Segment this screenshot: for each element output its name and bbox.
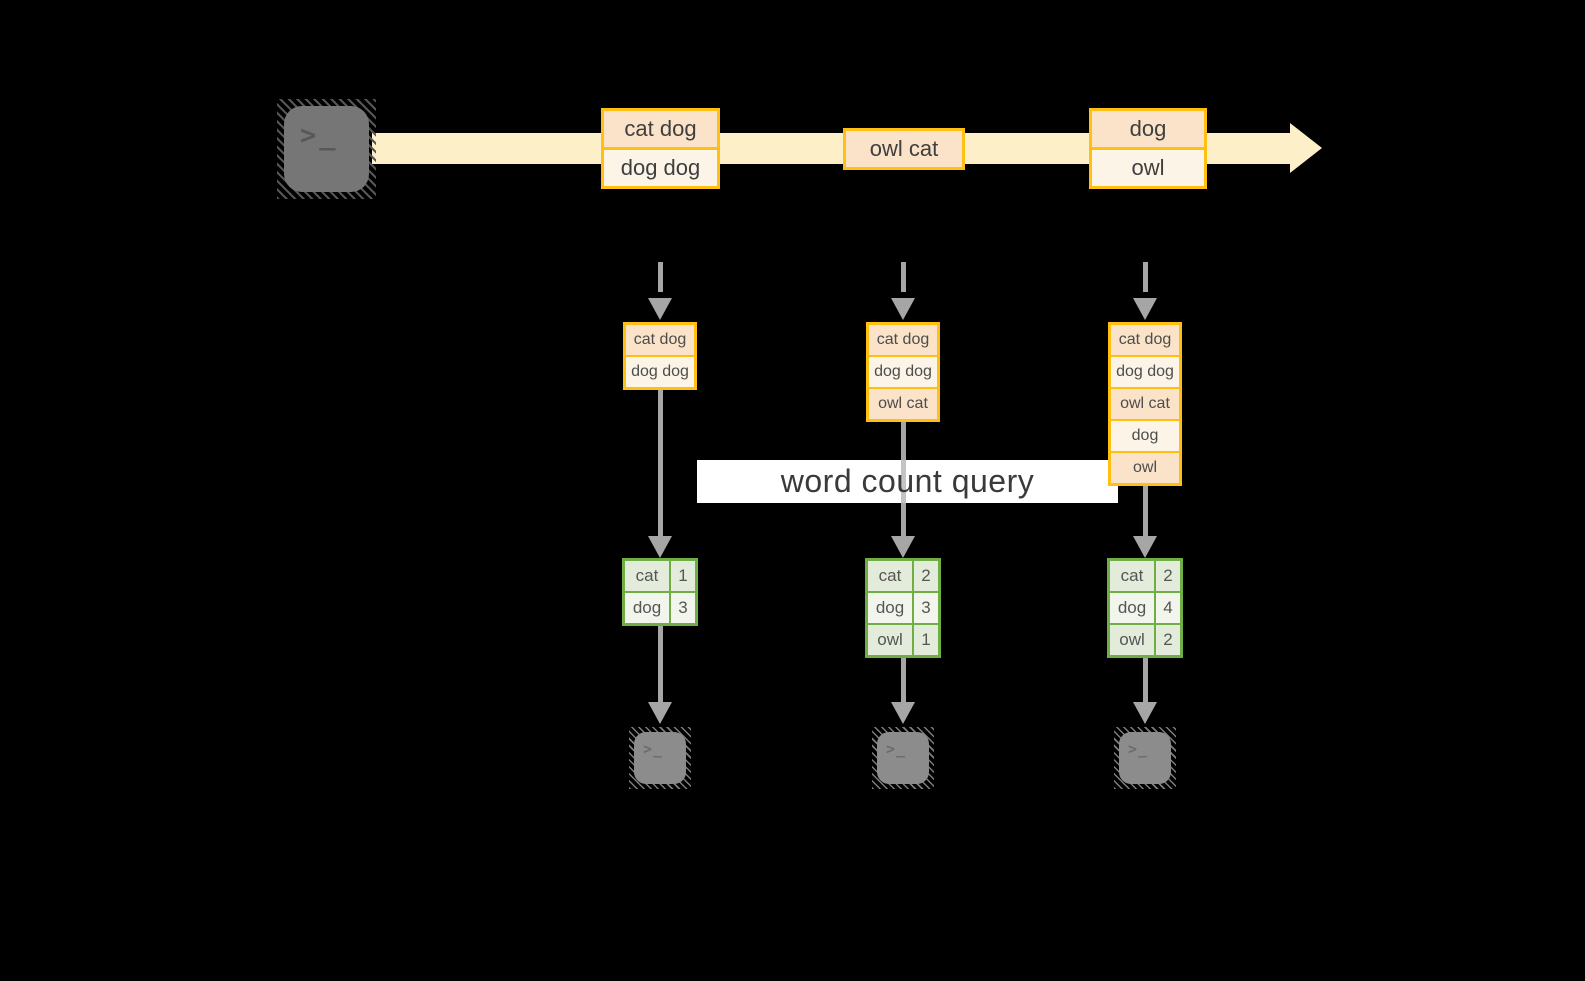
- state-row: owl cat: [869, 387, 937, 419]
- state-box-2: cat dog dog dog owl cat: [866, 322, 940, 422]
- ingest-arrowhead-icon-3: [1133, 298, 1157, 320]
- query-label-box: word count query: [697, 460, 1118, 503]
- sink-terminal-icon-3: >_: [1114, 727, 1176, 789]
- table-row: dog 3: [625, 591, 695, 623]
- state-box-1: cat dog dog dog: [623, 322, 697, 390]
- result-table-3: cat 2 dog 4 owl 2: [1107, 558, 1183, 658]
- sink-arrow-line-2: [901, 658, 906, 702]
- terminal-prompt-icon: >_: [300, 120, 339, 151]
- arrow-throughline: [901, 460, 906, 503]
- stream-record-group-2: owl cat: [843, 128, 965, 170]
- event-stream-arrowhead-icon: [1290, 123, 1322, 173]
- word-cell: cat: [1110, 561, 1156, 591]
- source-terminal-body: >_: [284, 106, 369, 192]
- sink-terminal-icon-2: >_: [872, 727, 934, 789]
- sink-arrowhead-icon-3: [1133, 702, 1157, 724]
- state-row: dog dog: [869, 355, 937, 387]
- count-cell: 1: [678, 566, 688, 585]
- query-arrow-line-3: [1143, 486, 1148, 536]
- result-table-1: cat 1 dog 3: [622, 558, 698, 626]
- ingest-arrow-dash-2: [901, 262, 906, 292]
- table-row: cat 2: [868, 561, 938, 591]
- count-cell: 1: [921, 630, 931, 649]
- stream-record-group-1: cat dog dog dog: [601, 108, 720, 189]
- query-arrow-line-1: [658, 390, 663, 536]
- stream-record: dog: [1092, 111, 1204, 147]
- stream-record: cat dog: [604, 111, 717, 147]
- table-row: cat 2: [1110, 561, 1180, 591]
- sink-arrowhead-icon-1: [648, 702, 672, 724]
- state-row: cat dog: [1111, 325, 1179, 355]
- query-label: word count query: [780, 463, 1035, 499]
- state-row: cat dog: [869, 325, 937, 355]
- query-arrowhead-icon-1: [648, 536, 672, 558]
- stream-record: dog dog: [604, 147, 717, 186]
- sink-terminal-body: >_: [877, 732, 929, 784]
- count-cell: 3: [921, 598, 931, 617]
- count-cell: 3: [678, 598, 688, 617]
- stream-record-group-3: dog owl: [1089, 108, 1207, 189]
- state-row: cat dog: [626, 325, 694, 355]
- state-row: dog: [1111, 419, 1179, 451]
- table-row: cat 1: [625, 561, 695, 591]
- word-cell: dog: [868, 593, 914, 623]
- state-row: dog dog: [626, 355, 694, 387]
- table-row: owl 1: [868, 623, 938, 655]
- sink-arrow-line-3: [1143, 658, 1148, 702]
- table-row: dog 4: [1110, 591, 1180, 623]
- word-cell: owl: [1110, 625, 1156, 655]
- word-cell: dog: [625, 593, 671, 623]
- state-row: owl: [1111, 451, 1179, 483]
- terminal-prompt-icon: >_: [1128, 740, 1149, 758]
- ingest-arrow-dash-3: [1143, 262, 1148, 292]
- ingest-arrow-dash-1: [658, 262, 663, 292]
- stream-record: owl cat: [846, 131, 962, 167]
- count-cell: 2: [921, 566, 931, 585]
- state-box-3: cat dog dog dog owl cat dog owl: [1108, 322, 1182, 486]
- sink-arrowhead-icon-2: [891, 702, 915, 724]
- word-cell: dog: [1110, 593, 1156, 623]
- ingest-arrowhead-icon-2: [891, 298, 915, 320]
- sink-terminal-icon-1: >_: [629, 727, 691, 789]
- query-arrowhead-icon-2: [891, 536, 915, 558]
- count-cell: 4: [1163, 598, 1173, 617]
- terminal-prompt-icon: >_: [886, 740, 907, 758]
- result-table-2: cat 2 dog 3 owl 1: [865, 558, 941, 658]
- query-arrowhead-icon-3: [1133, 536, 1157, 558]
- table-row: owl 2: [1110, 623, 1180, 655]
- word-cell: cat: [868, 561, 914, 591]
- sink-arrow-line-1: [658, 626, 663, 702]
- source-terminal-icon: >_: [277, 99, 376, 199]
- stream-record: owl: [1092, 147, 1204, 186]
- sink-terminal-body: >_: [634, 732, 686, 784]
- sink-terminal-body: >_: [1119, 732, 1171, 784]
- state-row: owl cat: [1111, 387, 1179, 419]
- count-cell: 2: [1163, 630, 1173, 649]
- ingest-arrowhead-icon-1: [648, 298, 672, 320]
- state-row: dog dog: [1111, 355, 1179, 387]
- word-cell: cat: [625, 561, 671, 591]
- terminal-prompt-icon: >_: [643, 740, 664, 758]
- table-row: dog 3: [868, 591, 938, 623]
- word-cell: owl: [868, 625, 914, 655]
- count-cell: 2: [1163, 566, 1173, 585]
